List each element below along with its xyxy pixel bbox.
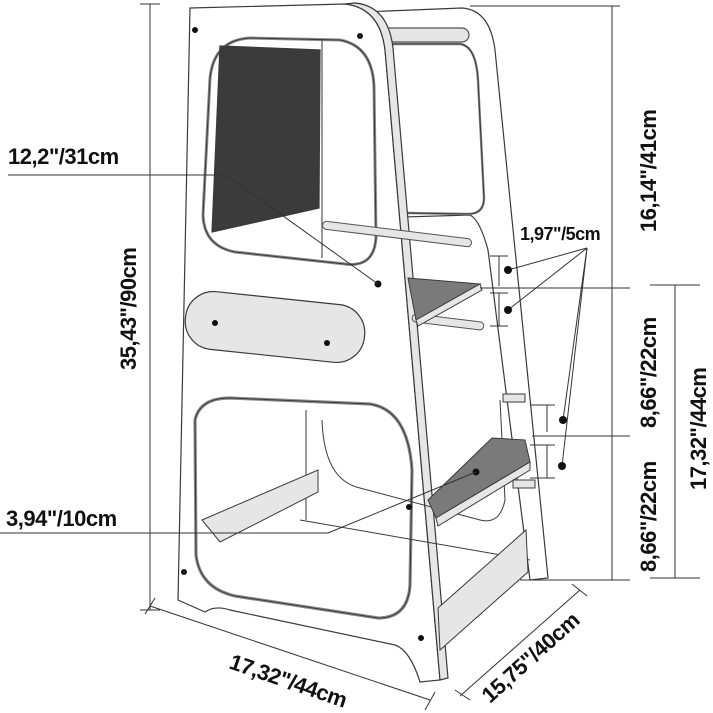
- front-side-panel: [177, 2, 449, 683]
- bottom-stretcher-rear: [437, 528, 529, 652]
- lower-step-gap-label: 8,66"/22cm: [636, 461, 661, 572]
- inner-frame: [299, 399, 531, 561]
- bottom-stretcher-front: [201, 469, 319, 543]
- upper-step: [407, 277, 483, 327]
- step-spacing-label: 1,97"/5cm: [520, 224, 600, 244]
- dimension-lines: [0, 3, 700, 711]
- total-height-label: 35,43"/90cm: [116, 248, 141, 370]
- bottom-gap-label: 3,94"/10cm: [6, 506, 117, 531]
- lower-step: [427, 393, 536, 527]
- chalkboard: [211, 45, 321, 233]
- upper-step-gap-label: 8,66"/22cm: [636, 317, 661, 428]
- step-height-total-label: 17,32"/44cm: [686, 368, 711, 490]
- dimension-dots: [504, 266, 567, 470]
- window-height-label: 12,2"/31cm: [8, 144, 119, 169]
- depth-label: 15,75"/40cm: [477, 607, 585, 707]
- top-section-height-label: 16,14"/41cm: [636, 110, 661, 232]
- width-label: 17,32"/44cm: [226, 649, 350, 712]
